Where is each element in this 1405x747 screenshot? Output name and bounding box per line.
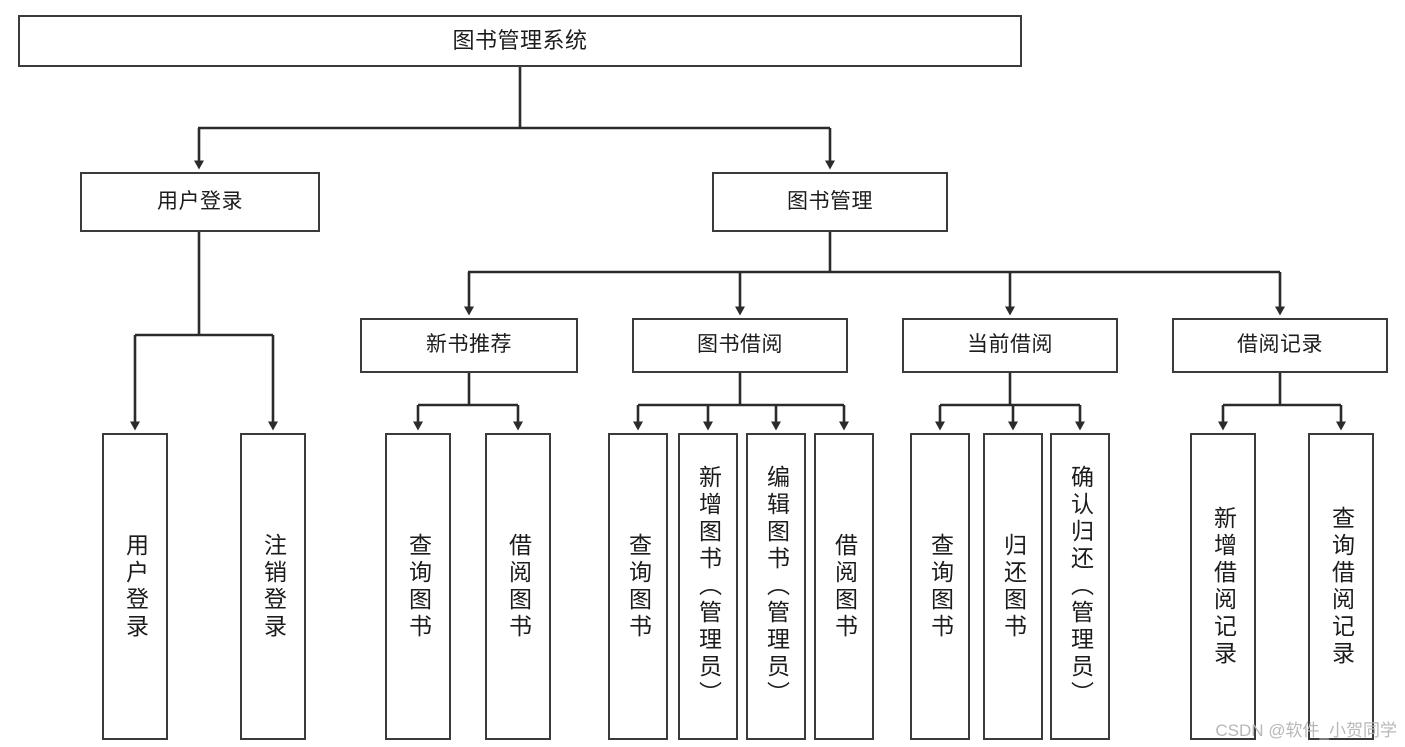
- node-leaf-add-book-label: 新增图书（管理员）: [695, 465, 722, 708]
- node-leaf-borrow-book-2[interactable]: 借阅图书: [814, 433, 874, 740]
- node-leaf-user-login[interactable]: 用户登录: [102, 433, 168, 740]
- node-root-label: 图书管理系统: [452, 28, 588, 54]
- node-leaf-query-record-label: 查询借阅记录: [1328, 505, 1355, 668]
- node-leaf-query-book-3[interactable]: 查询图书: [910, 433, 970, 740]
- node-leaf-query-book-2[interactable]: 查询图书: [608, 433, 668, 740]
- node-leaf-query-record[interactable]: 查询借阅记录: [1308, 433, 1374, 740]
- node-leaf-borrow-book-1-label: 借阅图书: [505, 532, 532, 641]
- node-leaf-query-book-2-label: 查询图书: [625, 532, 652, 641]
- node-leaf-user-logout-label: 注销登录: [260, 532, 287, 641]
- node-leaf-return-book-label: 归还图书: [1000, 532, 1027, 641]
- node-root[interactable]: 图书管理系统: [18, 15, 1022, 67]
- node-book-borrow[interactable]: 图书借阅: [632, 318, 848, 373]
- node-leaf-borrow-book-2-label: 借阅图书: [831, 532, 858, 641]
- node-user-login-label: 用户登录: [157, 189, 243, 213]
- node-new-book-recommend[interactable]: 新书推荐: [360, 318, 578, 373]
- csdn-watermark: CSDN @软件_小贺同学: [1215, 721, 1397, 740]
- node-leaf-return-book[interactable]: 归还图书: [983, 433, 1043, 740]
- node-book-manage[interactable]: 图书管理: [712, 172, 948, 232]
- node-leaf-query-book-3-label: 查询图书: [927, 532, 954, 641]
- node-leaf-borrow-book-1[interactable]: 借阅图书: [485, 433, 551, 740]
- node-current-borrow[interactable]: 当前借阅: [902, 318, 1118, 373]
- node-leaf-confirm-return-label: 确认归还（管理员）: [1067, 465, 1094, 708]
- node-leaf-confirm-return[interactable]: 确认归还（管理员）: [1050, 433, 1110, 740]
- node-leaf-user-login-label: 用户登录: [122, 532, 149, 641]
- node-user-login[interactable]: 用户登录: [80, 172, 320, 232]
- node-leaf-add-book[interactable]: 新增图书（管理员）: [678, 433, 738, 740]
- node-current-borrow-label: 当前借阅: [967, 333, 1053, 357]
- node-book-manage-label: 图书管理: [787, 189, 873, 213]
- node-book-borrow-label: 图书借阅: [697, 333, 783, 357]
- node-leaf-user-logout[interactable]: 注销登录: [240, 433, 306, 740]
- node-leaf-query-book-1-label: 查询图书: [405, 532, 432, 641]
- node-borrow-record[interactable]: 借阅记录: [1172, 318, 1388, 373]
- node-borrow-record-label: 借阅记录: [1237, 333, 1323, 357]
- node-leaf-add-record-label: 新增借阅记录: [1210, 505, 1237, 668]
- node-leaf-query-book-1[interactable]: 查询图书: [385, 433, 451, 740]
- node-leaf-edit-book[interactable]: 编辑图书（管理员）: [746, 433, 806, 740]
- node-leaf-edit-book-label: 编辑图书（管理员）: [763, 465, 790, 708]
- node-leaf-add-record[interactable]: 新增借阅记录: [1190, 433, 1256, 740]
- node-new-book-recommend-label: 新书推荐: [426, 333, 512, 357]
